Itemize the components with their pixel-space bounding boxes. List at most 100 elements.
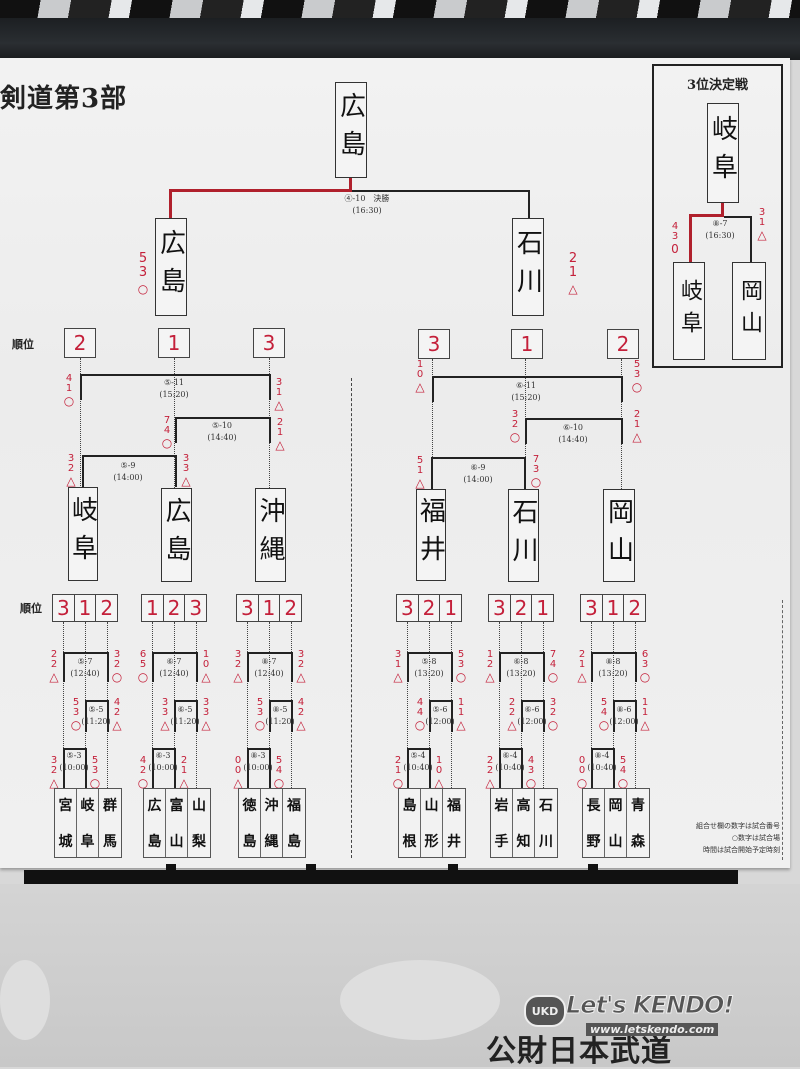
score-value: 3: [202, 707, 210, 718]
result-mark: △: [640, 718, 650, 732]
rail-post: [166, 864, 176, 874]
score-value: 2: [568, 251, 578, 266]
match-label: ⑧-6(12:00): [594, 704, 654, 728]
match-label: ⑤-8(13:20): [399, 656, 459, 680]
dotted-line: [499, 622, 500, 790]
bracket-line: [174, 748, 176, 788]
bracket-line: [152, 652, 154, 682]
score-value: 3: [202, 697, 210, 708]
bracket-line: [85, 700, 87, 732]
prefecture-char: 山: [424, 798, 439, 814]
score-value: 1: [568, 265, 578, 280]
rank-label: 順位: [12, 338, 34, 351]
result-mark: △: [49, 776, 59, 790]
score-value: 3: [182, 453, 190, 464]
bracket-line: [63, 652, 107, 654]
score-value: 1: [275, 387, 283, 398]
result-mark: △: [201, 670, 211, 684]
prefecture-char: 沖: [264, 798, 279, 814]
prefecture-char: 井: [447, 834, 461, 850]
match-number: ⑧-5: [272, 705, 288, 714]
match-number: ⑧-7: [712, 219, 728, 228]
score-value: 3: [758, 207, 766, 218]
match-number: ⑧-4: [594, 751, 610, 760]
result-mark: ○: [137, 776, 149, 790]
rank-cell: 3: [237, 595, 259, 621]
bracket-line: [613, 748, 615, 788]
prefecture-cell: 長野: [583, 789, 605, 857]
dotted-line: [174, 358, 175, 488]
prefecture-char: 石: [539, 798, 553, 814]
result-mark: △: [415, 380, 425, 394]
rank-cell: 2: [100, 596, 114, 620]
result-mark: ○: [137, 282, 149, 296]
board-frame-top: [0, 18, 800, 60]
prefecture-cell: 沖縄: [261, 789, 283, 857]
score-value: 4: [549, 659, 557, 670]
score-value: 2: [508, 707, 516, 718]
match-number: ⑤-5: [88, 705, 104, 714]
match-label: ⑤-11(15:20): [144, 377, 204, 401]
match-number: ⑧-6: [616, 705, 632, 714]
rank-box: 2: [64, 328, 96, 358]
match-time: (15:20): [511, 393, 541, 402]
match-time: (10:40): [587, 763, 617, 772]
match-time: (12:40): [159, 669, 189, 678]
prefecture-char: 島: [147, 834, 162, 850]
score-value: 5: [275, 755, 283, 766]
score-value: 3: [67, 453, 75, 464]
prefecture-char: 富: [169, 798, 184, 814]
prefecture-char: 島: [402, 798, 417, 814]
prefecture-group: 岩手高知石川: [490, 788, 558, 858]
rank-cell: 1: [603, 595, 625, 621]
result-mark: △: [456, 718, 466, 732]
score-value: 2: [508, 697, 516, 708]
rank-cell: 1: [259, 595, 281, 621]
score-value: 6: [139, 649, 147, 660]
match-time: (16:30): [705, 231, 735, 240]
match-number: ⑥-6: [524, 705, 540, 714]
prefecture-cell: 山梨: [188, 789, 210, 857]
result-mark: △: [233, 670, 243, 684]
bracket-line: [80, 374, 82, 400]
score-value: 4: [65, 373, 73, 384]
score-value: 3: [511, 409, 519, 420]
final-match-label: ④-10 決勝(16:30): [322, 193, 412, 217]
bracket-line: [107, 652, 109, 682]
legend-notes: 組合せ欄の数字は試合番号 ○数字は試合場 時間は試合開始予定時刻: [672, 820, 780, 856]
match-time: (13:20): [414, 669, 444, 678]
score-value: 0: [234, 765, 242, 776]
score-value: 5: [633, 359, 641, 370]
score-value: 1: [276, 427, 284, 438]
bracket-line: [499, 652, 543, 654]
rank-cell: 2: [419, 595, 441, 621]
result-mark: △: [577, 670, 587, 684]
score-value: 1: [394, 765, 402, 776]
bracket-line: [247, 652, 249, 682]
dotted-line: [80, 358, 81, 488]
bracket-line: [499, 748, 501, 788]
score-value: 4: [619, 765, 627, 776]
prefecture-char: 徳: [242, 798, 257, 814]
bracket-line: [429, 700, 451, 702]
match-label: ⑤-5(11:20): [66, 704, 126, 728]
result-mark: ○: [639, 670, 651, 684]
rank-cell: 3: [397, 595, 419, 621]
bracket-line: [613, 700, 615, 732]
bracket-line: [432, 376, 622, 378]
score-value: 3: [234, 649, 242, 660]
match-time: (12:00): [425, 717, 455, 726]
score-value: 0: [578, 765, 586, 776]
score-value: 4: [163, 425, 171, 436]
